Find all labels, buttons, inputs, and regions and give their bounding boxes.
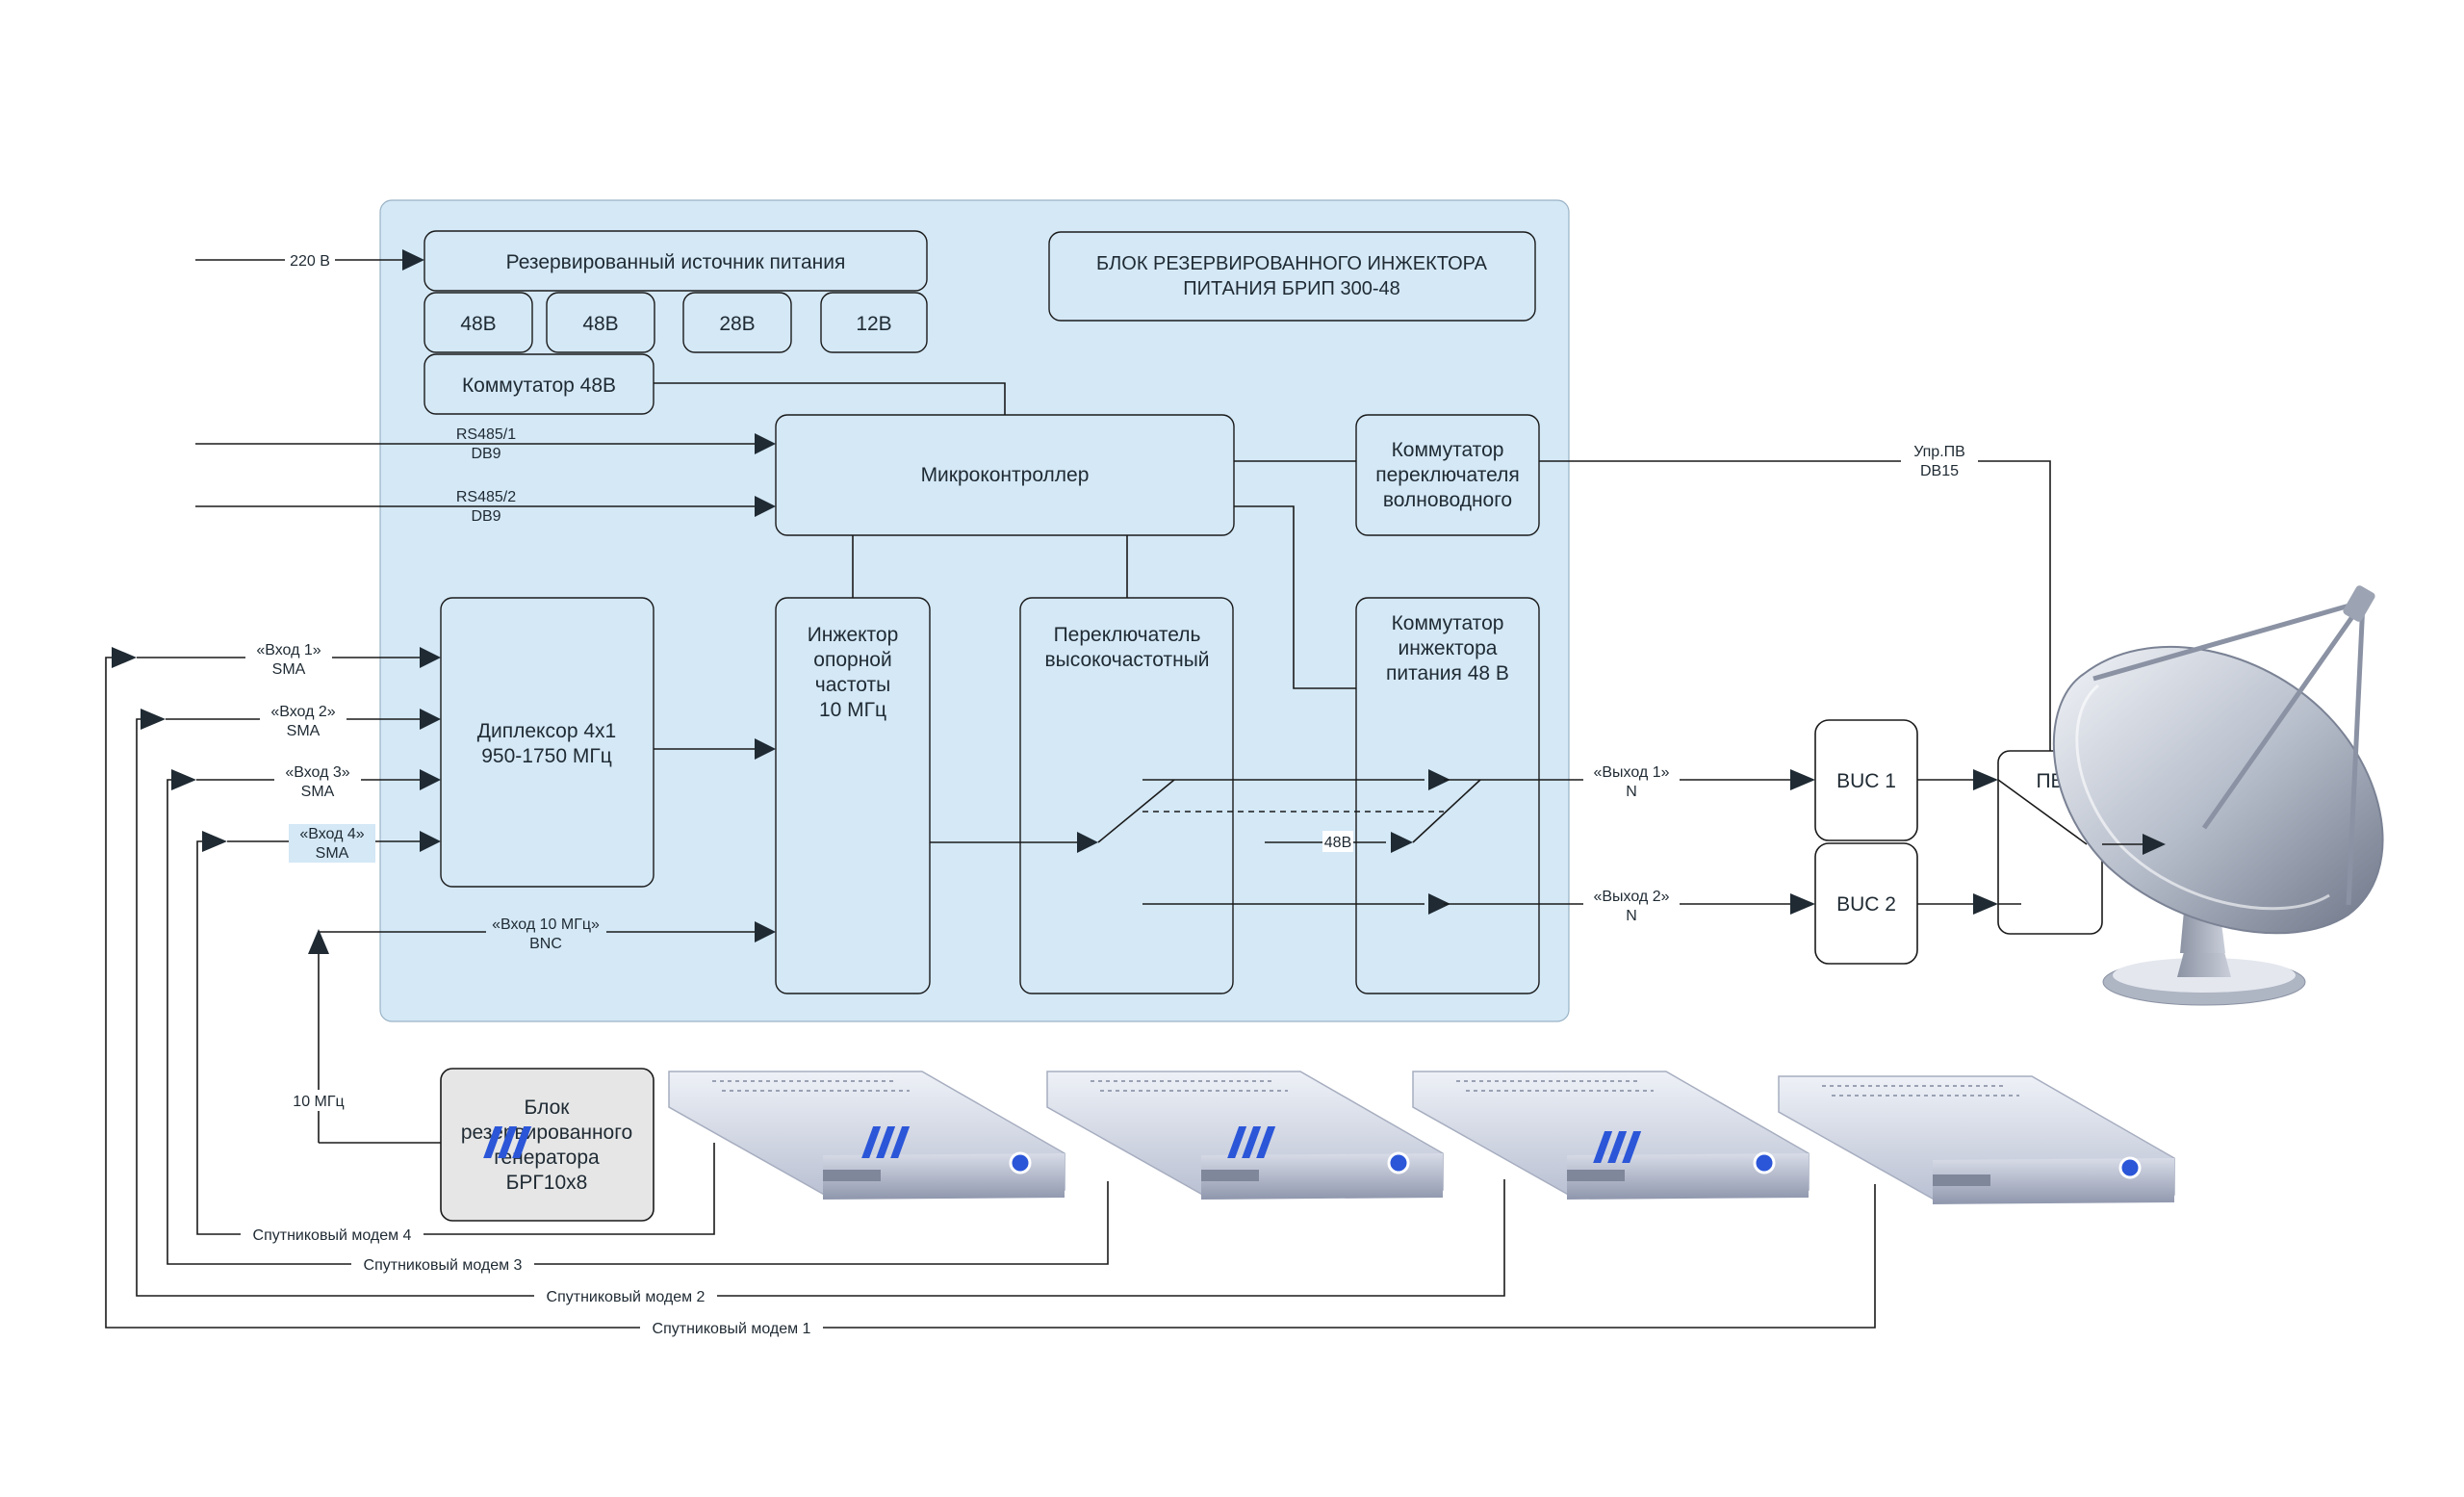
ref-injector-line-1: Инжектор [808, 624, 899, 646]
waveguide-switch-line-3: волноводного [1383, 489, 1512, 511]
modem-1-text: Спутниковый модем 1 [653, 1321, 811, 1337]
control-line-pv: Упр.ПВ DB15 [1539, 441, 2051, 751]
waveguide-switch-line-2: переключателя [1375, 464, 1520, 486]
buc-1-label: BUC 1 [1836, 770, 1896, 792]
label-48v: 48В [1322, 831, 1353, 852]
hf-switch-line-1: Переключатель [1054, 624, 1201, 646]
rs485-1-line-1: RS485/1 [456, 426, 516, 443]
input-1: «Вход 1» SMA [112, 640, 441, 679]
main-panel [379, 199, 1570, 1022]
output-1: «Выход 1» N [1583, 762, 1815, 801]
input-rs485-1: RS485/1 DB9 [195, 426, 776, 462]
internal-wiring [654, 382, 1790, 915]
upr-line-1: Упр.ПВ [1913, 444, 1965, 460]
generator-line-3: генератора [494, 1147, 600, 1169]
input-2-line-2: SMA [287, 723, 321, 739]
power-injector-line-3: питания 48 В [1386, 662, 1509, 684]
input-10mhz-line-2: BNC [529, 936, 562, 952]
label-48v-text: 48В [1324, 835, 1351, 851]
voltage-48-b-label: 48В [582, 313, 618, 335]
modem-2-text: Спутниковый модем 2 [547, 1289, 706, 1305]
label-10mhz: 10 МГц [293, 1094, 344, 1110]
input-10mhz-line-1: «Вход 10 МГц» [492, 916, 600, 933]
microcontroller-label: Микроконтроллер [921, 464, 1090, 486]
generator-line-2: резервированного [461, 1122, 632, 1144]
power-injector-switch-block: Коммутатор инжектора питания 48 В [1355, 597, 1540, 994]
input-3-line-1: «Вход 3» [285, 764, 349, 781]
title-block: БЛОК РЕЗЕРВИРОВАННОГО ИНЖЕКТОРА ПИТАНИЯ … [1048, 231, 1536, 322]
modem-2-label: Спутниковый модем 2 [534, 1286, 717, 1307]
input-220v: 220 В [195, 249, 424, 271]
title-line-2: ПИТАНИЯ БРИП 300-48 [1183, 278, 1400, 299]
input-4-line-1: «Вход 4» [299, 826, 364, 842]
input-1-line-2: SMA [272, 661, 306, 678]
satellite-modem-icon [483, 1071, 1065, 1200]
rs485-2-line-1: RS485/2 [456, 489, 516, 505]
input-3-line-2: SMA [301, 784, 335, 800]
waveguide-switch-line-1: Коммутатор [1392, 439, 1504, 461]
switch-48-label: Коммутатор 48В [462, 374, 616, 397]
buc-2-label: BUC 2 [1836, 893, 1896, 916]
satellite-modem-icon [1593, 1075, 2175, 1204]
title-line-1: БЛОК РЕЗЕРВИРОВАННОГО ИНЖЕКТОРА [1096, 253, 1488, 274]
input-4: «Вход 4» SMA [202, 824, 441, 863]
voltage-12: 12В [820, 292, 928, 353]
ref-injector-line-4: 10 МГц [819, 699, 886, 721]
satellite-dish-icon [2052, 585, 2384, 1006]
diplexer-line-2: 950-1750 МГц [481, 745, 611, 767]
output-1-line-1: «Выход 1» [1593, 764, 1669, 781]
output-2-line-1: «Выход 2» [1593, 889, 1669, 905]
input-4-line-2: SMA [316, 845, 349, 862]
buc-1-block: BUC 1 [1814, 719, 1918, 841]
input-2: «Вход 2» SMA [141, 702, 441, 740]
generator-block: Блок резервированного генератора БРГ10х8 [440, 1068, 654, 1222]
power-supply-block: Резервированный источник питания [424, 230, 928, 292]
voltage-48-b: 48В [546, 292, 655, 353]
ref-injector-line-2: опорной [813, 649, 891, 671]
buc-2-block: BUC 2 [1814, 842, 1918, 965]
voltage-48-a-label: 48В [460, 313, 496, 335]
modem-3-text: Спутниковый модем 3 [364, 1257, 523, 1274]
rs485-2-line-2: DB9 [471, 508, 500, 525]
input-10mhz: «Вход 10 МГц» BNC 10 МГц [287, 915, 776, 1144]
voltage-28-label: 28В [719, 313, 755, 335]
microcontroller-block: Микроконтроллер [775, 414, 1235, 536]
diplexer-block: Диплексор 4х1 950-1750 МГц [440, 597, 654, 888]
input-2-line-1: «Вход 2» [270, 704, 335, 720]
power-injector-line-2: инжектора [1399, 637, 1498, 659]
voltage-48-a: 48В [424, 292, 533, 353]
generator-line-4: БРГ10х8 [506, 1172, 588, 1194]
input-1-line-1: «Вход 1» [256, 642, 321, 658]
modem-1-label: Спутниковый модем 1 [640, 1318, 823, 1339]
ref-injector-block: Инжектор опорной частоты 10 МГц [775, 597, 931, 994]
voltage-28: 28В [682, 292, 792, 353]
upr-line-2: DB15 [1920, 463, 1959, 479]
modem-3-label: Спутниковый модем 3 [351, 1254, 534, 1276]
hf-switch-block: Переключатель высокочастотный [1019, 597, 1234, 994]
ref-injector-line-3: частоты [815, 674, 890, 696]
satellite-modem-icon [861, 1071, 1444, 1200]
generator-line-1: Блок [525, 1097, 571, 1119]
diplexer-line-1: Диплексор 4х1 [477, 720, 616, 742]
input-rs485-2: RS485/2 DB9 [195, 489, 776, 525]
label-220v: 220 В [290, 253, 330, 270]
voltage-12-label: 12В [856, 313, 891, 335]
modem-4-label: Спутниковый модем 4 [241, 1225, 424, 1246]
modem-wires [105, 657, 1876, 1329]
output-2: «Выход 2» N [1583, 887, 1815, 925]
modem-4-text: Спутниковый модем 4 [253, 1227, 412, 1244]
power-supply-label: Резервированный источник питания [506, 251, 846, 273]
output-2-line-2: N [1626, 908, 1637, 924]
hf-switch-line-2: высокочастотный [1044, 649, 1209, 671]
switch-48-block: Коммутатор 48В [424, 353, 654, 415]
rs485-1-line-2: DB9 [471, 446, 500, 462]
waveguide-switch-block: Коммутатор переключателя волноводного [1355, 414, 1540, 536]
power-injector-line-1: Коммутатор [1392, 612, 1504, 634]
input-3: «Вход 3» SMA [171, 762, 441, 801]
output-1-line-2: N [1626, 784, 1637, 800]
